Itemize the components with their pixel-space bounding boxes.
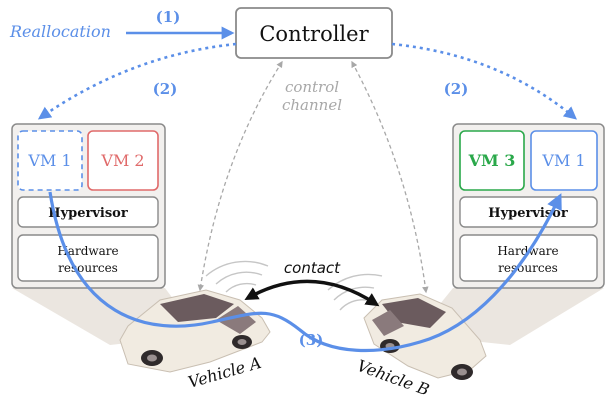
step-1-label: (1) bbox=[156, 8, 181, 26]
step-3-label: (3) bbox=[299, 331, 324, 349]
host-b-panel: VM 3 VM 1 Hypervisor Hardware resources bbox=[452, 123, 605, 289]
host-a-hypervisor-label: Hypervisor bbox=[48, 206, 128, 221]
reallocation-label: Reallocation bbox=[9, 22, 111, 41]
vehicle-b-icon bbox=[363, 293, 487, 380]
step-2-right-label: (2) bbox=[444, 80, 469, 98]
host-a-hardware-box bbox=[17, 234, 159, 282]
host-a-hardware-line2: resources bbox=[58, 261, 118, 275]
host-b-hardware-box bbox=[459, 234, 598, 282]
host-b-hardware-line2: resources bbox=[498, 261, 558, 275]
vehicle-a-icon bbox=[119, 289, 271, 373]
controller-node: Controller bbox=[235, 7, 393, 59]
host-b-hypervisor-label: Hypervisor bbox=[488, 206, 568, 221]
host-b-hypervisor-box bbox=[459, 196, 598, 228]
control-channel-label-line1: control bbox=[285, 78, 339, 96]
contact-label: contact bbox=[284, 259, 341, 277]
instruction-arrow-host-b bbox=[391, 42, 577, 120]
migration-path bbox=[48, 191, 562, 353]
host-a-vm1-slot bbox=[17, 130, 83, 191]
controller-label: Controller bbox=[259, 22, 369, 46]
contact-arrow bbox=[244, 279, 380, 307]
host-a-vm2-label: VM 2 bbox=[100, 151, 144, 170]
control-channel-right bbox=[351, 60, 429, 294]
control-channel-label-line2: channel bbox=[282, 96, 342, 114]
instruction-arrow-host-a bbox=[37, 42, 237, 120]
host-a-panel: VM 1 VM 2 Hypervisor Hardware resources bbox=[11, 123, 166, 289]
control-channel-left bbox=[197, 60, 283, 292]
host-b-vm1-label: VM 1 bbox=[541, 151, 585, 170]
host-a-vm1-label: VM 1 bbox=[27, 151, 71, 170]
host-a-vm2-box bbox=[87, 130, 159, 191]
host-b-vm1-box bbox=[530, 130, 598, 191]
host-b-vm3-box bbox=[459, 130, 525, 191]
step-2-left-label: (2) bbox=[153, 80, 178, 98]
host-b-vm3-label: VM 3 bbox=[468, 151, 516, 170]
host-a-hardware-line1: Hardware bbox=[57, 244, 118, 258]
